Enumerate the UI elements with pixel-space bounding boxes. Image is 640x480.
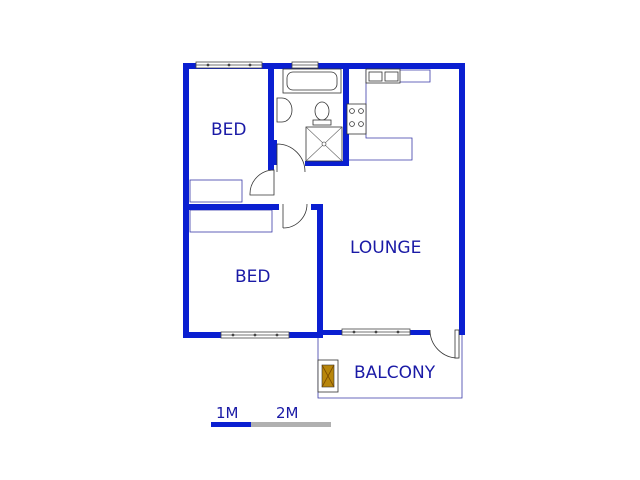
wall-bath-left	[272, 140, 277, 165]
toilet	[314, 101, 330, 121]
wall-right	[459, 63, 465, 335]
door-balcony[interactable]	[429, 329, 459, 359]
wall-lounge-stub	[311, 204, 323, 210]
room-label-balcony: BALCONY	[354, 363, 436, 383]
door-bed-top-2[interactable]	[249, 169, 275, 196]
wall-top	[183, 63, 465, 69]
scale-segment-light	[251, 422, 331, 427]
scale-bar: 1M 2M	[211, 404, 331, 427]
wardrobe-bottom-bed	[189, 209, 273, 233]
door-balcony-leaf	[454, 329, 460, 359]
scale-label-2m: 2M	[276, 404, 299, 422]
wall-bed-top-right	[268, 63, 274, 170]
room-label-lounge: LOUNGE	[350, 238, 421, 258]
room-label-bed-bottom: BED	[235, 267, 271, 287]
door-bed-top[interactable]	[276, 143, 306, 173]
wardrobe-top-bed	[189, 179, 243, 203]
scale-label-1m: 1M	[216, 404, 239, 422]
windows	[195, 61, 411, 339]
doors	[249, 143, 460, 359]
wall-bath-right	[343, 63, 349, 166]
door-bed-bottom[interactable]	[282, 203, 308, 229]
fixtures	[276, 68, 401, 393]
wall-left	[183, 63, 189, 338]
room-label-bed-top: BED	[211, 120, 247, 140]
toilet-tank	[312, 119, 332, 126]
stove	[346, 103, 367, 135]
wall-bath-bottom	[305, 161, 349, 166]
wall-lounge-left	[317, 204, 323, 335]
basin	[276, 97, 293, 123]
scale-segment-dark	[211, 422, 251, 427]
wall-between-beds	[183, 204, 279, 210]
bathtub-inner	[286, 71, 338, 91]
